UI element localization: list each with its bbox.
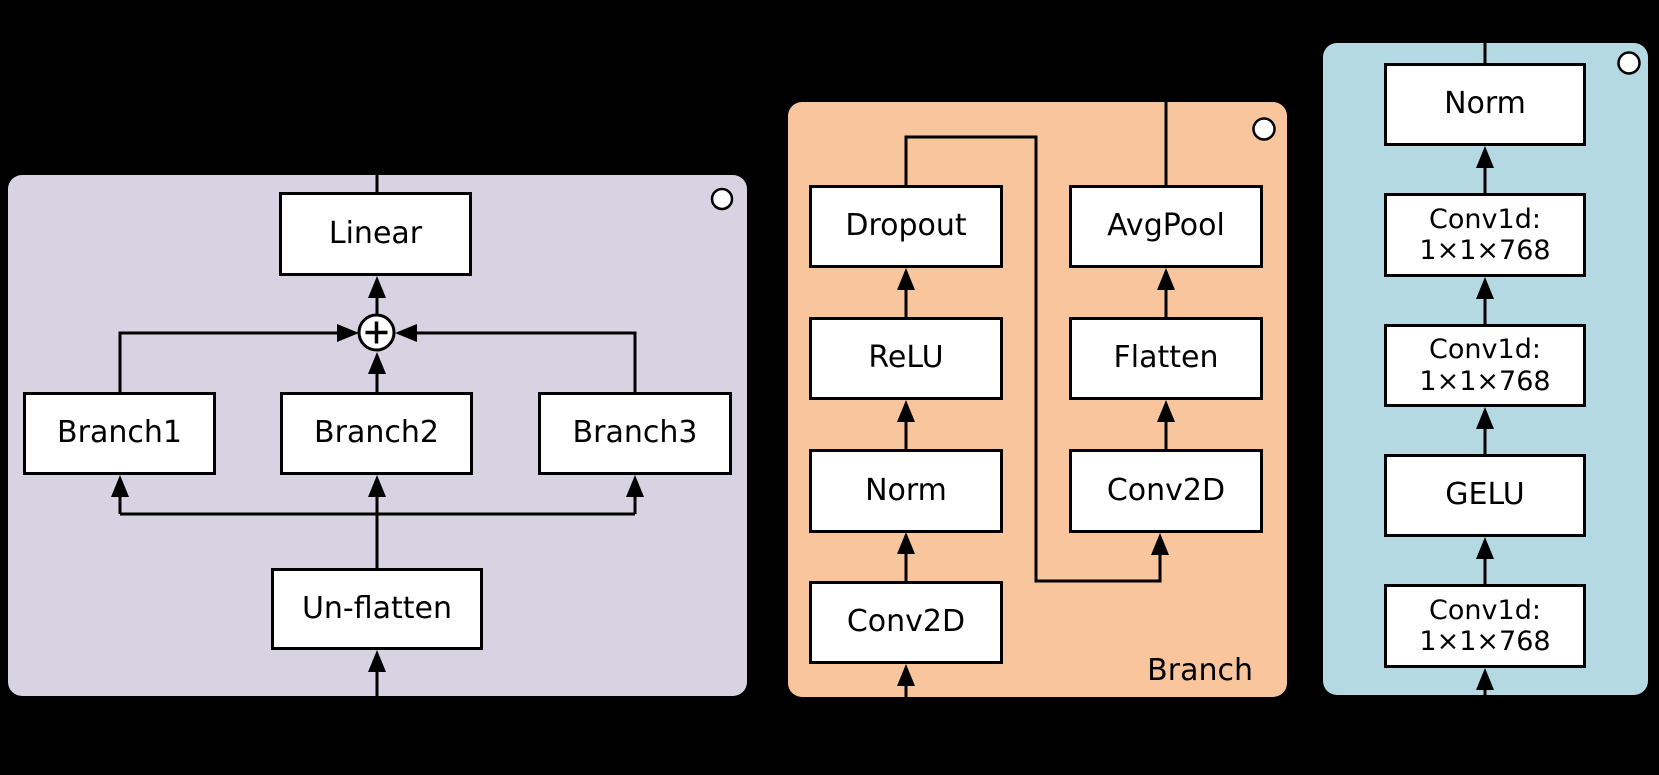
arrowhead-relu-to-dropout bbox=[897, 268, 915, 290]
edge-branch1-to-sum bbox=[118, 331, 340, 392]
arrowhead-gelu-to-conv1d2 bbox=[1476, 407, 1494, 429]
node-branch2: Branch2 bbox=[280, 392, 473, 475]
branch-panel-caption: Branch bbox=[1147, 653, 1253, 688]
arrowhead-conv2d-to-norm bbox=[897, 532, 915, 554]
node-dropout: Dropout bbox=[809, 185, 1003, 268]
arrowhead-unflatten-to-branch2 bbox=[368, 475, 386, 497]
node-conv2d-right: Conv2D bbox=[1069, 449, 1263, 533]
node-conv1d-bottom: Conv1d: 1×1×768 bbox=[1384, 584, 1586, 668]
arrowhead-to-branch1 bbox=[111, 475, 129, 497]
arrowhead-conv1d2-to-conv1d1 bbox=[1476, 277, 1494, 299]
arrowhead-norm-to-relu bbox=[897, 400, 915, 422]
arrowhead-input-to-unflatten bbox=[368, 650, 386, 672]
node-unflatten: Un-flatten bbox=[271, 568, 483, 650]
arrowhead-sum-to-linear bbox=[368, 276, 386, 298]
node-linear: Linear bbox=[279, 192, 472, 276]
port-icon-middle-panel bbox=[1252, 117, 1276, 141]
node-flatten: Flatten bbox=[1069, 317, 1263, 400]
edge-branch3-to-sum bbox=[414, 331, 637, 392]
port-icon-left-panel bbox=[710, 187, 734, 211]
arrowhead-conv2d-to-flatten bbox=[1157, 400, 1175, 422]
node-conv2d-left: Conv2D bbox=[809, 581, 1003, 664]
port-icon-right-panel bbox=[1617, 51, 1641, 75]
node-gelu: GELU bbox=[1384, 454, 1586, 537]
sum-plus-icon bbox=[365, 321, 388, 344]
arrowhead-conv1d1-to-norm bbox=[1476, 146, 1494, 168]
node-conv1d-mid: Conv1d: 1×1×768 bbox=[1384, 324, 1586, 407]
node-norm-middle: Norm bbox=[809, 449, 1003, 533]
node-norm-right: Norm bbox=[1384, 63, 1586, 146]
arrowhead-input-to-conv1d3 bbox=[1476, 668, 1494, 690]
node-branch1: Branch1 bbox=[23, 392, 216, 475]
arrowhead-input-to-conv2d bbox=[897, 664, 915, 686]
edge-dropout-to-conv2d-elbow bbox=[904, 135, 1162, 583]
node-relu: ReLU bbox=[809, 317, 1003, 400]
arrowhead-conv1d3-to-gelu bbox=[1476, 537, 1494, 559]
arrowhead-to-branch3 bbox=[626, 475, 644, 497]
arrowhead-branch2-to-sum bbox=[368, 352, 386, 374]
arrowhead-branch1-to-sum bbox=[337, 324, 359, 342]
node-avgpool: AvgPool bbox=[1069, 185, 1263, 268]
node-branch3: Branch3 bbox=[538, 392, 732, 475]
arrowhead-dropout-to-conv2d bbox=[1151, 533, 1169, 555]
arrowhead-flatten-to-avgpool bbox=[1157, 268, 1175, 290]
node-conv1d-top: Conv1d: 1×1×768 bbox=[1384, 193, 1586, 277]
arrowhead-branch3-to-sum bbox=[395, 324, 417, 342]
